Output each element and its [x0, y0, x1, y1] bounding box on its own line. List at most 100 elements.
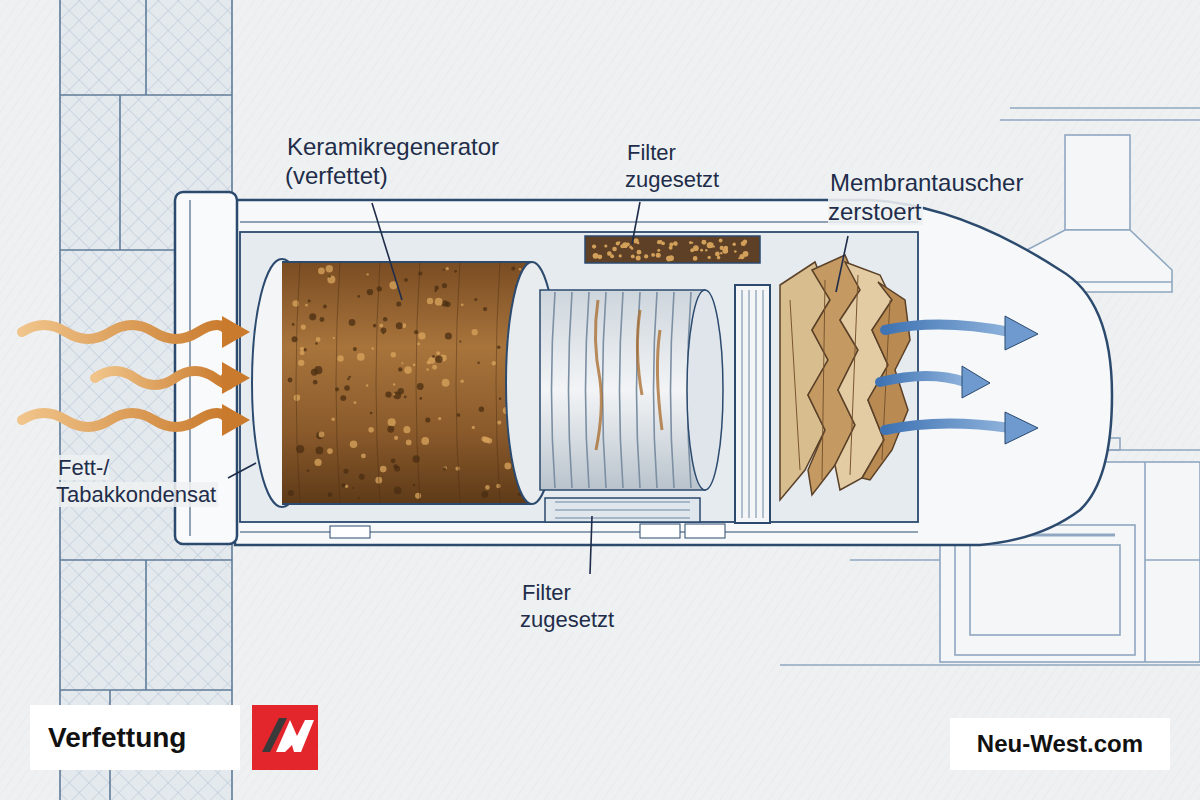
grease-spot [300, 347, 304, 351]
grease-spot [383, 317, 387, 321]
grease-dot [626, 242, 630, 246]
grease-spot [320, 317, 325, 322]
grease-spot [398, 388, 404, 394]
grease-spot [435, 298, 443, 306]
grease-spot [373, 324, 377, 328]
grease-spot [443, 467, 446, 470]
grease-dot [634, 238, 639, 243]
grease-spot [497, 420, 501, 424]
grease-spot [421, 437, 429, 445]
grease-dot [637, 250, 642, 255]
grease-spot [445, 332, 452, 339]
grease-spot [366, 384, 369, 387]
grease-spot [388, 418, 396, 426]
grease-dot [592, 244, 596, 248]
grease-spot [413, 364, 416, 367]
grease-spot [504, 462, 511, 469]
grease-spot [380, 466, 387, 473]
grease-spot [379, 323, 383, 327]
grease-spot [443, 269, 445, 271]
grease-spot [436, 351, 440, 355]
grease-spot [326, 265, 333, 272]
grease-spot [381, 327, 387, 333]
node-text: Verfettung [48, 722, 186, 754]
grease-spot [344, 469, 349, 474]
grease-spot [511, 266, 515, 270]
grease-spot [485, 485, 490, 490]
grease-spot [426, 368, 429, 371]
grease-spot [404, 366, 412, 374]
grease-dot [612, 247, 617, 252]
grease-spot [294, 394, 301, 401]
grease-spot [316, 337, 321, 342]
grease-dot [618, 241, 620, 243]
grease-dot [629, 246, 632, 249]
grease-spot [438, 417, 441, 420]
grease-spot [396, 301, 401, 306]
title-box: Verfettung [30, 705, 240, 770]
grease-spot [477, 362, 480, 365]
grease-spot [442, 283, 447, 288]
grease-spot [357, 353, 365, 361]
label-text: Fett-/ Tabakkondensat [56, 455, 218, 507]
grease-spot [391, 458, 396, 463]
grease-spot [483, 307, 487, 311]
grease-spot [394, 487, 402, 495]
grease-dot [693, 256, 698, 261]
label-text: Keramikregenerator (verfettet) [285, 133, 499, 189]
deposit-label: Fett-/ Tabakkondensat [56, 455, 228, 509]
grease-spot [454, 270, 457, 273]
grease-spot [403, 426, 410, 433]
label-text: Membrantauscher zerstoert [828, 169, 1023, 225]
grease-dot [717, 256, 721, 260]
grease-spot [344, 385, 350, 391]
grease-spot [393, 464, 398, 469]
grease-spot [519, 268, 522, 271]
grease-spot [474, 298, 477, 301]
grease-spot [435, 355, 442, 362]
grease-spot [354, 401, 357, 404]
grease-dot [719, 239, 723, 243]
grease-spot [428, 357, 435, 364]
grease-spot [327, 448, 333, 454]
grease-dot [631, 254, 635, 258]
grease-dot [651, 253, 655, 257]
grease-dot [690, 248, 694, 252]
grease-spot [347, 378, 349, 380]
grease-spot [353, 347, 357, 351]
grease-spot [404, 278, 408, 282]
exhaust-arrowheads [222, 316, 250, 436]
grease-spot [308, 300, 311, 303]
grease-spot [460, 379, 463, 382]
grease-spot [349, 319, 356, 326]
label-text: Filter zugesetzt [625, 140, 721, 192]
grease-spot [316, 432, 323, 439]
label-text: Filter zugesetzt [520, 580, 616, 632]
grease-spot [366, 273, 368, 275]
grease-dot [668, 255, 674, 261]
grease-dot [707, 256, 710, 259]
grease-dot [689, 241, 692, 244]
grease-spot [367, 289, 373, 295]
grease-spot [341, 483, 345, 487]
part-label: Membrantauscher zerstoert [828, 168, 1063, 227]
grease-spot [401, 362, 403, 364]
grease-spot [361, 453, 366, 458]
part-label: Keramikregenerator (verfettet) [285, 132, 560, 191]
grease-spot [425, 417, 430, 422]
part-label: Filter zugesetzt [625, 140, 760, 194]
grease-spot [358, 497, 360, 499]
grease-spot [331, 417, 334, 420]
grease-spot [357, 295, 360, 298]
grease-spot [393, 383, 396, 386]
grease-dot [616, 242, 620, 246]
grease-dot [673, 241, 678, 246]
grease-spot [415, 493, 421, 499]
grease-spot [371, 347, 374, 350]
grease-dot [715, 252, 720, 257]
grease-dot [593, 253, 599, 259]
grease-spot [328, 492, 333, 497]
grease-spot [446, 267, 449, 270]
filter-drum [540, 290, 723, 490]
grease-dot [657, 240, 661, 244]
